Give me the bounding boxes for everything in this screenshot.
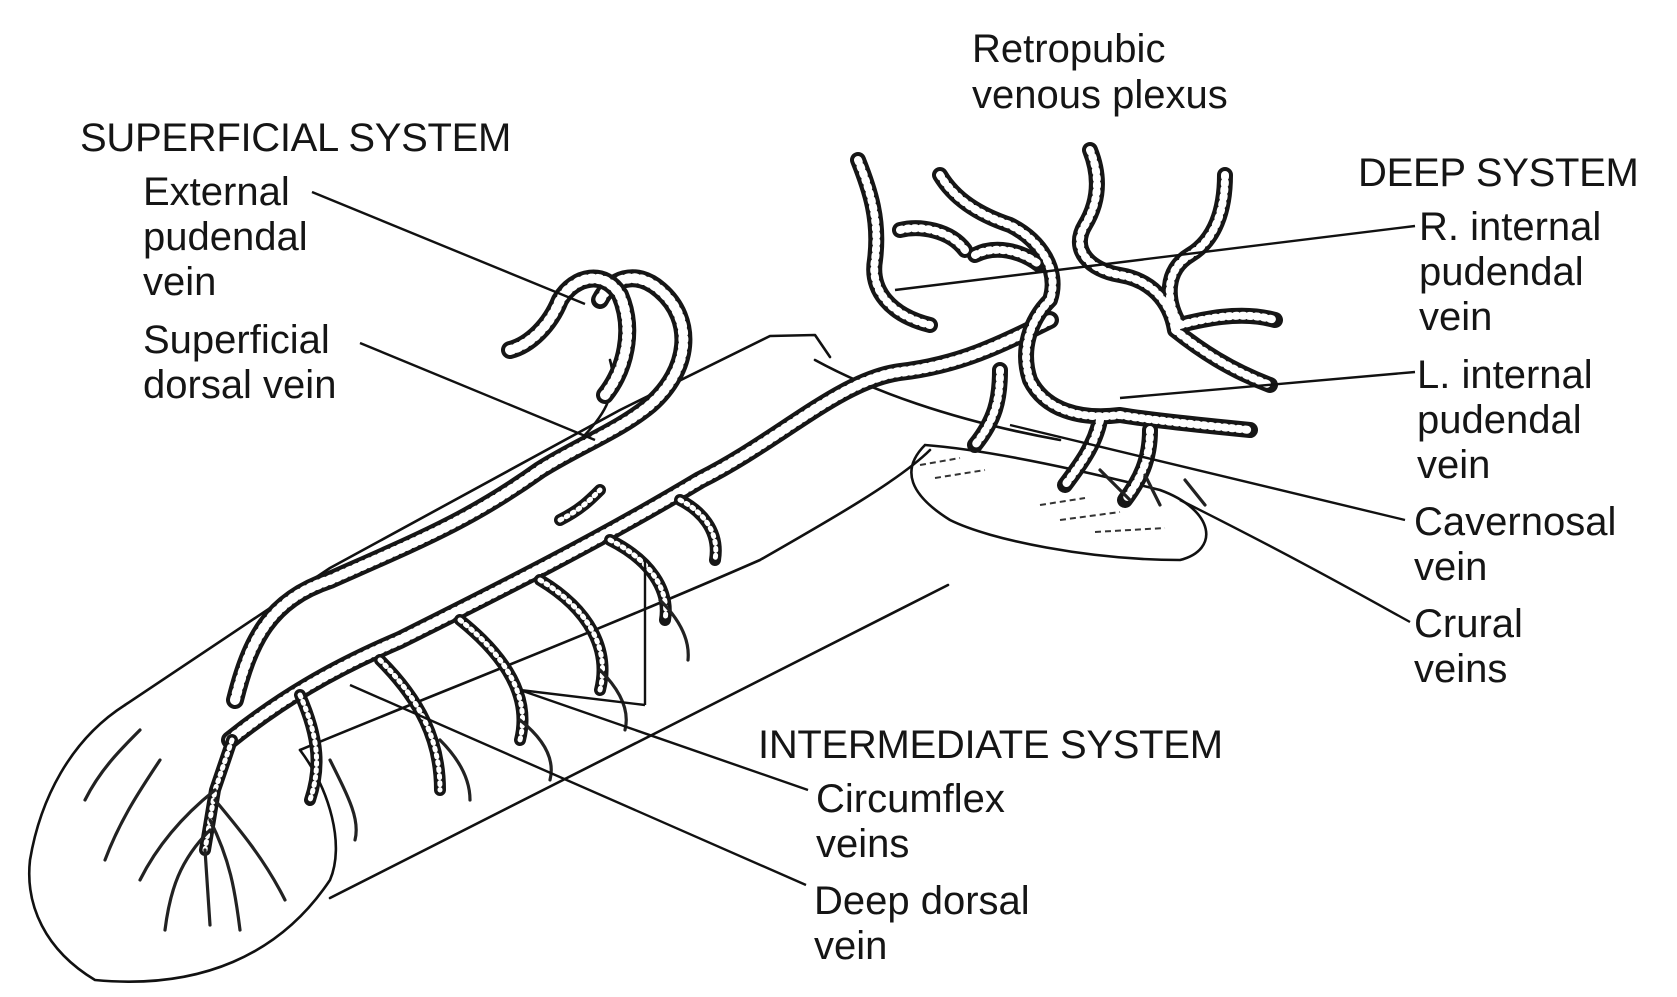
leader-deep-dorsal [350,685,806,885]
label-cavernosal-l1: Cavernosal [1414,500,1616,544]
label-superficial-dorsal-l1: Superficial [143,318,330,362]
leader-crural [1180,500,1410,622]
label-cavernosal-l2: vein [1414,545,1487,589]
label-circumflex-l1: Circumflex [816,777,1005,821]
label-l-internal-pudendal-l2: pudendal [1417,398,1582,442]
label-retropubic-l2: venous plexus [972,73,1228,117]
label-l-internal-pudendal-l3: vein [1417,443,1490,487]
label-external-pudendal-l2: pudendal [143,215,308,259]
label-l-internal-pudendal-l1: L. internal [1417,353,1593,397]
leader-superficial-dorsal [360,343,595,440]
label-deep-dorsal-l2: vein [814,924,887,968]
deep-dorsal-vein [230,320,1050,740]
label-external-pudendal-l1: External [143,170,290,214]
crural-veins [1100,470,1205,505]
heading-deep-system: DEEP SYSTEM [1358,151,1639,195]
label-r-internal-pudendal-l3: vein [1419,295,1492,339]
label-retropubic-l1: Retropubic [972,27,1165,71]
glans-branches [85,730,285,930]
leader-external-pudendal [312,192,585,304]
retropubic-plexus [858,150,1275,500]
label-superficial-dorsal-l2: dorsal vein [143,363,336,407]
heading-intermediate-system: INTERMEDIATE SYSTEM [758,723,1223,767]
label-circumflex-l2: veins [816,822,909,866]
heading-superficial-system: SUPERFICIAL SYSTEM [80,116,511,160]
label-r-internal-pudendal-l2: pudendal [1419,250,1584,294]
label-deep-dorsal-l1: Deep dorsal [814,879,1030,923]
label-crural-l2: veins [1414,647,1507,691]
label-crural-l1: Crural [1414,602,1523,646]
label-external-pudendal-l3: vein [143,260,216,304]
label-r-internal-pudendal-l1: R. internal [1419,205,1601,249]
